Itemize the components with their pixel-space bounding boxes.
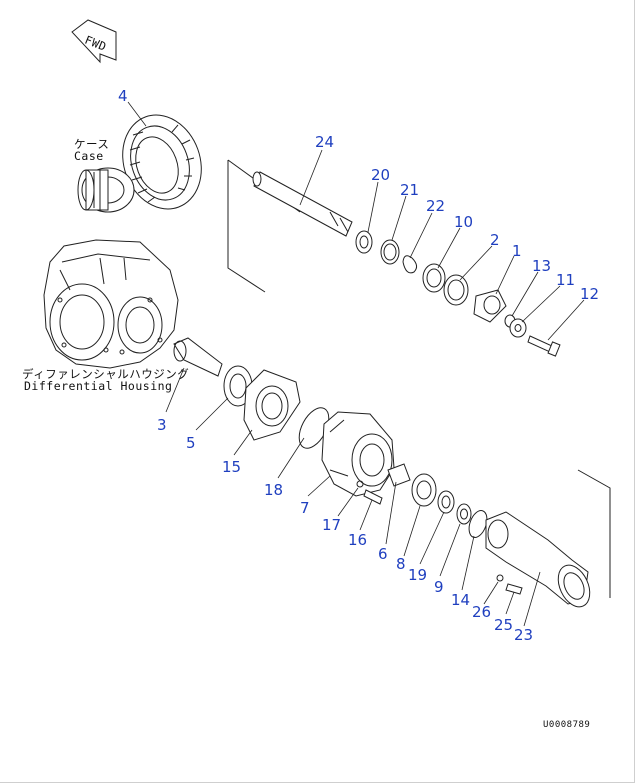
callout-14: 14 [451,591,470,609]
callout-6: 6 [378,545,388,563]
differential-housing-part [43,239,179,369]
callout-21: 21 [400,181,419,199]
ring-gear-part [122,114,202,210]
callout-9: 9 [434,578,444,596]
callout-15: 15 [222,458,241,476]
case-label-en: Case [74,149,104,163]
callout-16: 16 [348,531,367,549]
callout-8: 8 [396,555,406,573]
pinion-bearing-plate-parts [173,337,301,441]
axle-housing-part [321,411,395,497]
callout-17: 17 [322,516,341,534]
callout-20: 20 [371,166,390,184]
bearing-seal-parts [387,463,488,538]
callout-3: 3 [157,416,167,434]
callout-4: 4 [118,87,128,105]
callout-18: 18 [264,481,283,499]
fwd-arrow-icon: FWD [71,19,117,64]
differential-case-part [77,167,135,213]
leader-lines [127,101,585,627]
hub-small-parts [355,230,561,357]
callout-22: 22 [426,197,445,215]
callout-13: 13 [532,257,551,275]
axle-shaft-part [227,159,353,293]
callout-11: 11 [556,271,575,289]
callout-26: 26 [472,603,491,621]
callout-5: 5 [186,434,196,452]
housing-label-jp: ディファレンシャルハウジング [22,367,189,381]
callout-24: 24 [315,133,334,151]
case-label-jp: ケース [74,137,109,151]
housing-label-en: Differential Housing [24,379,172,393]
callout-1: 1 [512,242,522,260]
callout-2: 2 [490,231,500,249]
callout-10: 10 [454,213,473,231]
drawing-code: U0008789 [543,720,590,730]
bolt-parts [356,480,383,505]
callout-12: 12 [580,285,599,303]
callout-23: 23 [514,626,533,644]
callout-19: 19 [408,566,427,584]
callout-7: 7 [300,499,310,517]
axle-tube-part [485,469,611,608]
callout-25: 25 [494,616,513,634]
